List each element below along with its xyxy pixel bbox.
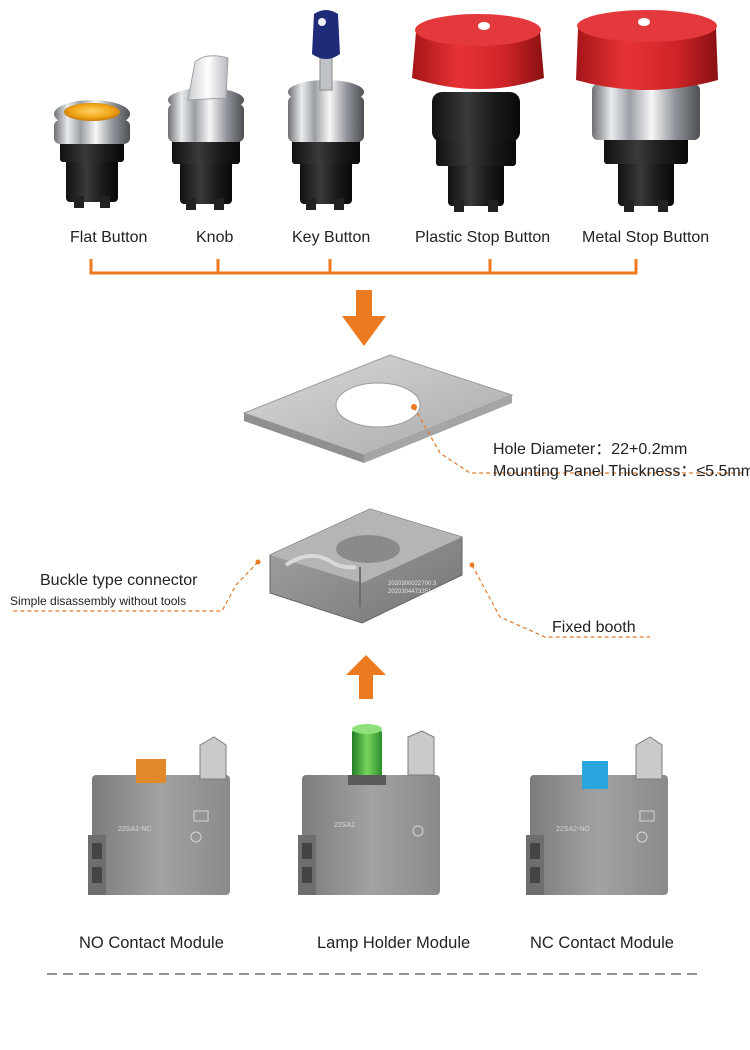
hole-diameter-note: Hole Diameter：22+0.2mm	[493, 441, 688, 458]
mounting-panel	[242, 354, 742, 474]
modules-row: 22SA2-NC 22SA2 22SA2-NO	[88, 724, 668, 895]
fixed-booth: 2020300022700.3 2020304473351.4	[255, 508, 475, 624]
flat-button-icon	[54, 100, 130, 208]
nc-contact-module-icon: 22SA2-NO	[526, 736, 668, 895]
head-label-flat-button: Flat Button	[70, 229, 148, 246]
up-arrow-icon	[346, 655, 386, 699]
lamp-module-code: 22SA2	[334, 822, 355, 829]
heads-bracket	[89, 259, 638, 275]
booth-callout-lines	[10, 561, 650, 638]
module-label-nc-contact: NC Contact Module	[530, 934, 674, 952]
knob-icon	[168, 55, 244, 210]
plastic-stop-button-icon	[412, 14, 544, 212]
panel-thickness-note: Mounting Panel Thickness：≤5.5mm	[493, 463, 750, 480]
no-contact-module-icon: 22SA2-NC	[88, 736, 230, 895]
module-label-no-contact: NO Contact Module	[79, 934, 224, 952]
metal-stop-button-icon	[576, 10, 718, 212]
lamp-holder-module-icon: 22SA2	[298, 724, 440, 895]
down-arrow-icon	[342, 290, 386, 346]
no-module-code: 22SA2-NC	[118, 826, 151, 833]
button-heads-row	[54, 10, 718, 212]
fixed-booth-label: Fixed booth	[552, 619, 636, 636]
buckle-connector-subtitle: Simple disassembly without tools	[10, 594, 187, 608]
head-label-plastic-stop-button: Plastic Stop Button	[415, 229, 551, 246]
buckle-connector-title: Buckle type connector	[40, 572, 198, 589]
key-button-icon	[288, 10, 364, 210]
nc-module-code: 22SA2-NO	[556, 826, 590, 833]
footer-divider	[47, 973, 703, 975]
head-label-metal-stop-button: Metal Stop Button	[582, 229, 710, 246]
booth-print-1: 2020300022700.3	[388, 581, 437, 587]
module-label-lamp-holder: Lamp Holder Module	[317, 934, 471, 952]
head-label-knob: Knob	[196, 229, 234, 246]
head-label-key-button: Key Button	[292, 229, 371, 246]
booth-print-2: 2020304473351.4	[388, 589, 437, 595]
